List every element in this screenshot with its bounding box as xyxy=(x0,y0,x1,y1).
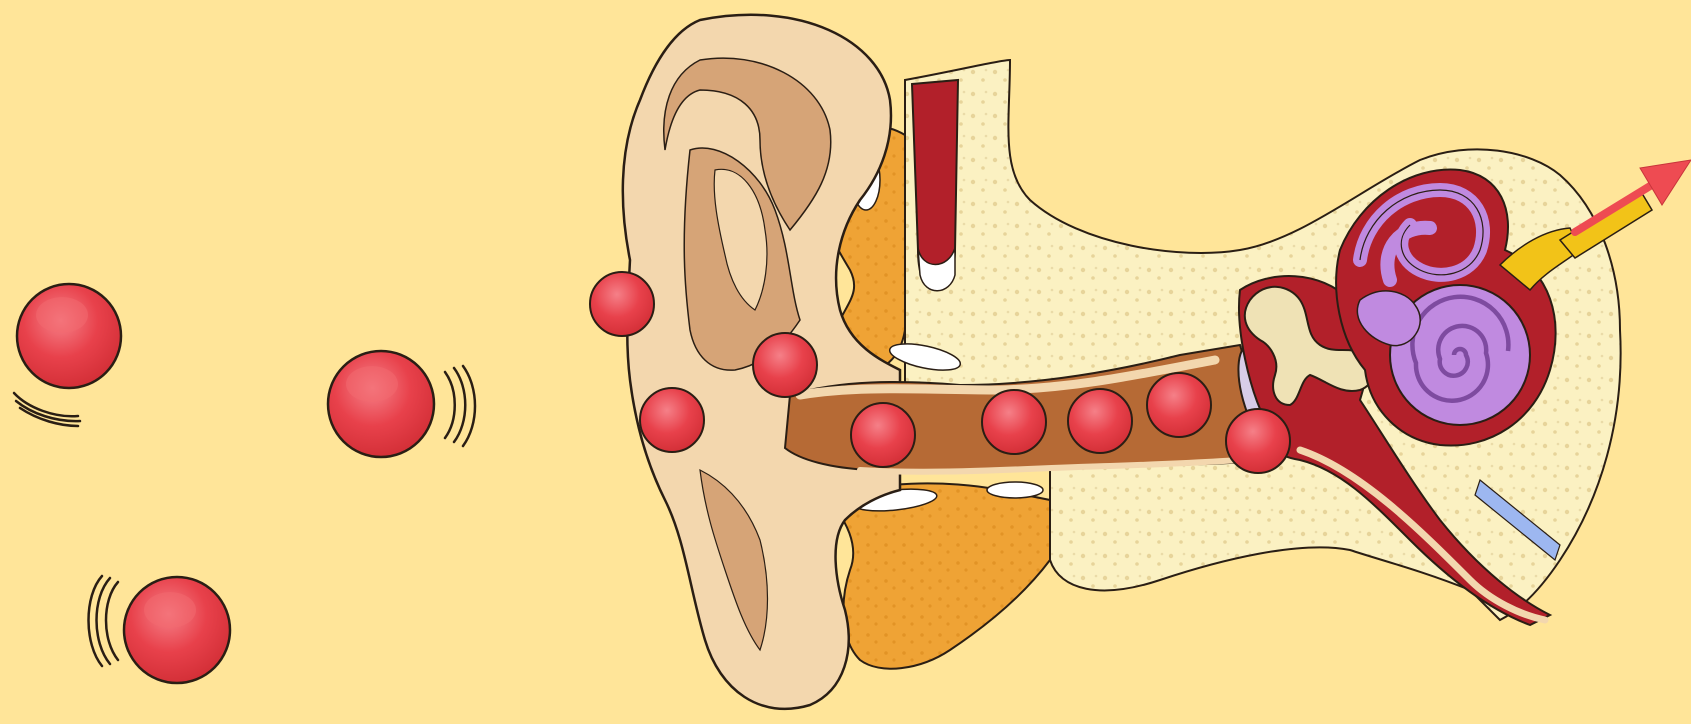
sound-particle-icon xyxy=(851,403,915,467)
sound-particle-icon xyxy=(640,388,704,452)
sound-particle-icon xyxy=(590,272,654,336)
sound-particle-icon xyxy=(753,333,817,397)
cartilage-gap xyxy=(987,482,1043,498)
sound-particle-icon xyxy=(1068,389,1132,453)
sound-particle-icon xyxy=(17,284,121,388)
sound-particle-icon xyxy=(982,390,1046,454)
sound-particle-icon xyxy=(124,577,230,683)
sound-particle-icon xyxy=(1226,409,1290,473)
sound-particle-icon xyxy=(328,351,434,457)
sound-particle-icon xyxy=(1147,373,1211,437)
